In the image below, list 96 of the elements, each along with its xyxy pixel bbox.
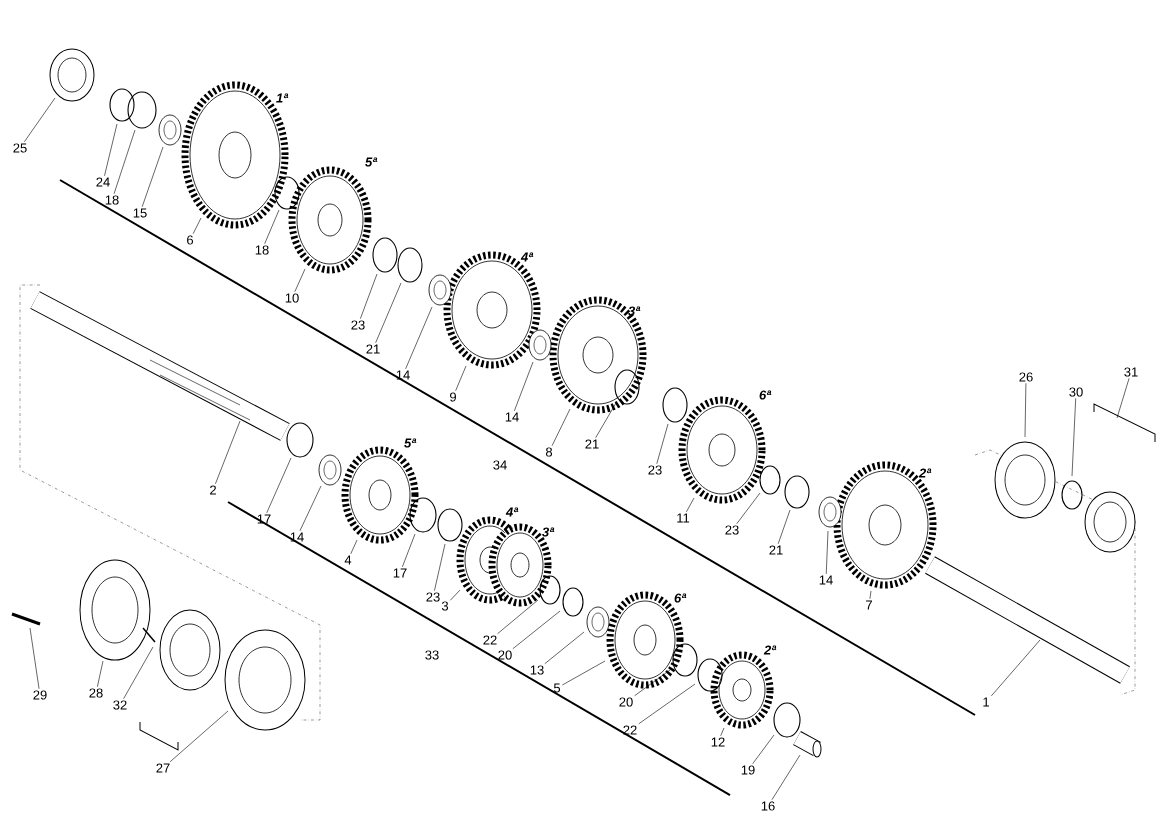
leader-line bbox=[551, 408, 571, 446]
callout-number: 26 bbox=[1019, 372, 1033, 382]
callout-number: 21 bbox=[769, 545, 783, 555]
gear-label: 2ª bbox=[763, 645, 777, 655]
callout-number: 10 bbox=[285, 293, 299, 303]
leader-line bbox=[825, 530, 829, 575]
callout-number: 13 bbox=[530, 665, 544, 675]
callout-number: 33 bbox=[425, 650, 439, 660]
leader-line bbox=[104, 123, 118, 177]
callout-number: 23 bbox=[648, 465, 662, 475]
leader-line bbox=[169, 710, 229, 763]
leader-line bbox=[752, 734, 775, 764]
callout-number: 24 bbox=[96, 177, 110, 187]
leader-line bbox=[562, 660, 606, 686]
gear-label: 5ª bbox=[365, 157, 378, 167]
gear-label: 6ª bbox=[759, 390, 772, 400]
callout-number: 27 bbox=[156, 763, 170, 773]
leader-line bbox=[777, 509, 791, 545]
leader-line bbox=[24, 97, 56, 142]
leader-line bbox=[497, 599, 539, 635]
callout-number: 1 bbox=[983, 697, 989, 707]
leader-line bbox=[375, 282, 402, 344]
leader-line bbox=[215, 420, 241, 485]
callout-number: 6 bbox=[187, 235, 194, 245]
callout-number: 23 bbox=[725, 525, 739, 535]
gear-label: 5ª bbox=[404, 438, 417, 448]
callout-number: 34 bbox=[493, 460, 507, 470]
callout-number: 8 bbox=[545, 447, 553, 457]
leader-line bbox=[192, 217, 202, 234]
callout-number: 14 bbox=[505, 412, 519, 422]
callout-number: 23 bbox=[351, 320, 365, 330]
callout-number: 19 bbox=[741, 765, 755, 775]
leader-line bbox=[434, 543, 446, 591]
callout-number: 14 bbox=[819, 575, 833, 585]
callout-number: 23 bbox=[426, 592, 440, 602]
leader-line bbox=[455, 365, 467, 391]
leader-line bbox=[141, 146, 164, 208]
callout-number: 28 bbox=[89, 688, 103, 698]
callout-number: 31 bbox=[1124, 367, 1138, 377]
callout-number: 7 bbox=[866, 600, 872, 610]
leader-line bbox=[544, 631, 585, 664]
leader-line bbox=[29, 627, 40, 689]
leader-line bbox=[736, 492, 761, 524]
gear-label: 4ª bbox=[505, 507, 519, 517]
leader-line bbox=[1116, 378, 1130, 419]
callout-number: 18 bbox=[105, 195, 119, 205]
leader-line bbox=[512, 610, 561, 649]
callout-number: 29 bbox=[33, 690, 47, 700]
callout-number: 3 bbox=[441, 601, 449, 611]
callout-number: 20 bbox=[498, 650, 512, 660]
gear-label: 1ª bbox=[276, 93, 289, 103]
leader-line bbox=[1024, 383, 1027, 438]
callout-number: 18 bbox=[255, 245, 269, 255]
callout-number: 5 bbox=[553, 683, 561, 693]
leader-line bbox=[350, 539, 358, 555]
leader-line bbox=[402, 533, 416, 568]
callout-number: 11 bbox=[677, 513, 690, 523]
leader-line bbox=[113, 129, 136, 194]
callout-number: 9 bbox=[450, 392, 456, 402]
callout-number: 4 bbox=[344, 555, 352, 565]
callout-number: 16 bbox=[761, 801, 775, 811]
gear-label: 4ª bbox=[520, 252, 534, 262]
leader-line bbox=[720, 727, 725, 737]
leader-line bbox=[294, 268, 306, 292]
callout-number: 32 bbox=[113, 700, 127, 710]
leader-line bbox=[450, 589, 461, 601]
gear-label: 6ª bbox=[674, 593, 687, 603]
leader-line bbox=[686, 497, 695, 513]
callout-number: 25 bbox=[13, 143, 27, 153]
callout-number: 12 bbox=[711, 737, 725, 747]
leader-line bbox=[1071, 398, 1076, 477]
leader-line bbox=[266, 457, 292, 514]
callout-number: 21 bbox=[585, 439, 599, 449]
leader-line bbox=[123, 646, 154, 699]
callout-number: 22 bbox=[483, 635, 497, 645]
callout-number: 17 bbox=[393, 568, 407, 578]
leader-line bbox=[634, 669, 671, 696]
leader-line bbox=[405, 306, 433, 370]
leader-line bbox=[595, 402, 617, 439]
callout-number: 30 bbox=[1069, 387, 1083, 397]
leader-line bbox=[360, 273, 378, 319]
leader-line bbox=[299, 485, 322, 532]
gear-label: 3ª bbox=[542, 527, 555, 537]
leader-line bbox=[264, 209, 280, 244]
callout-number: 21 bbox=[366, 344, 380, 354]
leader-line bbox=[97, 660, 104, 687]
leader-line bbox=[991, 639, 1041, 697]
leader-line bbox=[514, 361, 534, 412]
leader-line bbox=[656, 423, 669, 464]
callout-number: 2 bbox=[210, 485, 216, 495]
gear-label: 2ª bbox=[918, 468, 932, 478]
callout-number: 20 bbox=[619, 697, 633, 707]
leader-line bbox=[771, 754, 801, 800]
leader-line bbox=[869, 590, 872, 600]
callout-number: 15 bbox=[133, 208, 147, 218]
leader-line bbox=[638, 683, 696, 725]
